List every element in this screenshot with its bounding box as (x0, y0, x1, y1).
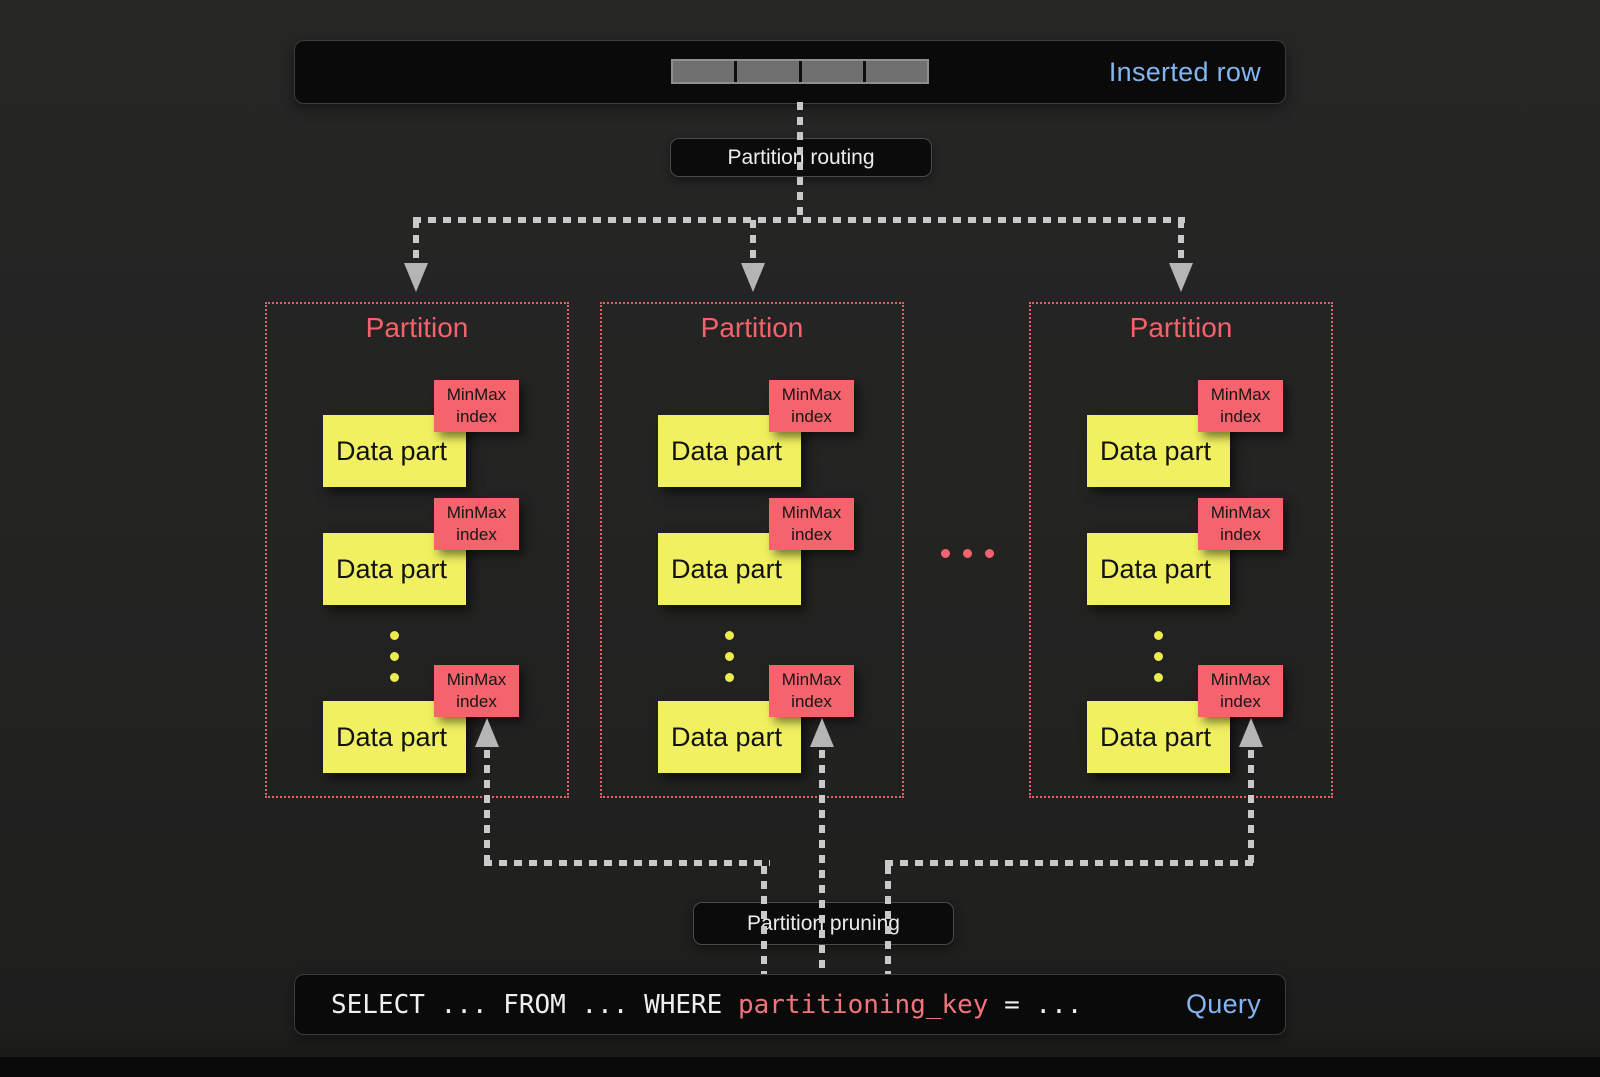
row-segment (865, 61, 927, 82)
minmax-line2: index (456, 692, 497, 711)
minmax-line2: index (791, 692, 832, 711)
vertical-ellipsis-dot (1154, 673, 1163, 682)
pruning-shaft-middle (819, 750, 825, 974)
query-partitioning-key: partitioning_key (738, 989, 989, 1020)
data-part: Data part (1087, 533, 1230, 605)
routing-drop-left (413, 220, 419, 266)
minmax-index-tag: MinMax index (1198, 498, 1283, 550)
bottom-border-strip (0, 1057, 1600, 1077)
routing-drop-middle (750, 220, 756, 266)
row-segment (737, 61, 799, 82)
minmax-line1: MinMax (446, 384, 507, 404)
partition-box-2: Partition Data part MinMax index Data pa… (600, 302, 904, 798)
partitions-ellipsis-dot (985, 549, 994, 558)
minmax-index-tag: MinMax index (434, 665, 519, 717)
pruning-horizontal-left (484, 860, 770, 866)
minmax-line2: index (456, 525, 497, 544)
arrow-down-icon (1169, 263, 1193, 292)
minmax-line1: MinMax (781, 669, 842, 689)
partitions-ellipsis-dot (941, 549, 950, 558)
minmax-line2: index (1220, 692, 1261, 711)
inserted-row-label: Inserted row (1108, 56, 1261, 87)
vertical-ellipsis-dot (725, 652, 734, 661)
minmax-index-tag: MinMax index (769, 498, 854, 550)
minmax-line2: index (1220, 407, 1261, 426)
minmax-index-tag: MinMax index (1198, 380, 1283, 432)
partition-title: Partition (1129, 312, 1233, 343)
minmax-line2: index (456, 407, 497, 426)
pruning-riser-left (761, 866, 767, 974)
routing-connector-vertical (797, 102, 803, 220)
pruning-riser-right (885, 866, 891, 974)
vertical-ellipsis-dot (725, 673, 734, 682)
query-suffix: = ... (988, 989, 1083, 1020)
query-label: Query (1185, 989, 1261, 1019)
partitions-ellipsis-dot (963, 549, 972, 558)
vertical-ellipsis-dot (1154, 631, 1163, 640)
row-segment (801, 61, 863, 82)
data-part: Data part (1087, 415, 1230, 487)
partition-box-1: Partition Data part MinMax index Data pa… (265, 302, 569, 798)
arrow-up-icon (1239, 718, 1263, 747)
pruning-horizontal-right (885, 860, 1254, 866)
minmax-line2: index (1220, 525, 1261, 544)
minmax-line2: index (791, 525, 832, 544)
arrow-up-icon (475, 718, 499, 747)
routing-connector-horizontal (413, 217, 1185, 223)
vertical-ellipsis-dot (390, 652, 399, 661)
partition-box-3: Partition Data part MinMax index Data pa… (1029, 302, 1333, 798)
pruning-shaft-right (1248, 750, 1254, 863)
inserted-row-box: Inserted row (294, 40, 1286, 104)
arrow-up-icon (810, 718, 834, 747)
minmax-index-tag: MinMax index (1198, 665, 1283, 717)
arrow-down-icon (404, 263, 428, 292)
minmax-line1: MinMax (446, 502, 507, 522)
data-part: Data part (323, 415, 466, 487)
arrow-down-icon (741, 263, 765, 292)
vertical-ellipsis-dot (390, 673, 399, 682)
minmax-line1: MinMax (781, 502, 842, 522)
pruning-shaft-left (484, 750, 490, 866)
query-prefix: SELECT ... FROM ... WHERE (331, 989, 738, 1020)
minmax-index-tag: MinMax index (434, 380, 519, 432)
data-part: Data part (323, 533, 466, 605)
partition-title: Partition (700, 312, 804, 343)
minmax-index-tag: MinMax index (769, 380, 854, 432)
query-sql-text: SELECT ... FROM ... WHERE partitioning_k… (331, 975, 1082, 1034)
row-segment (673, 61, 735, 82)
minmax-index-tag: MinMax index (434, 498, 519, 550)
inserted-row-segments (671, 59, 929, 84)
minmax-line2: index (791, 407, 832, 426)
query-box: SELECT ... FROM ... WHERE partitioning_k… (294, 974, 1286, 1035)
minmax-line1: MinMax (781, 384, 842, 404)
minmax-index-tag: MinMax index (769, 665, 854, 717)
minmax-line1: MinMax (1210, 384, 1271, 404)
vertical-ellipsis-dot (1154, 652, 1163, 661)
routing-drop-right (1178, 220, 1184, 266)
minmax-line1: MinMax (1210, 502, 1271, 522)
vertical-ellipsis-dot (725, 631, 734, 640)
vertical-ellipsis-dot (390, 631, 399, 640)
minmax-line1: MinMax (446, 669, 507, 689)
minmax-line1: MinMax (1210, 669, 1271, 689)
partition-title: Partition (365, 312, 469, 343)
